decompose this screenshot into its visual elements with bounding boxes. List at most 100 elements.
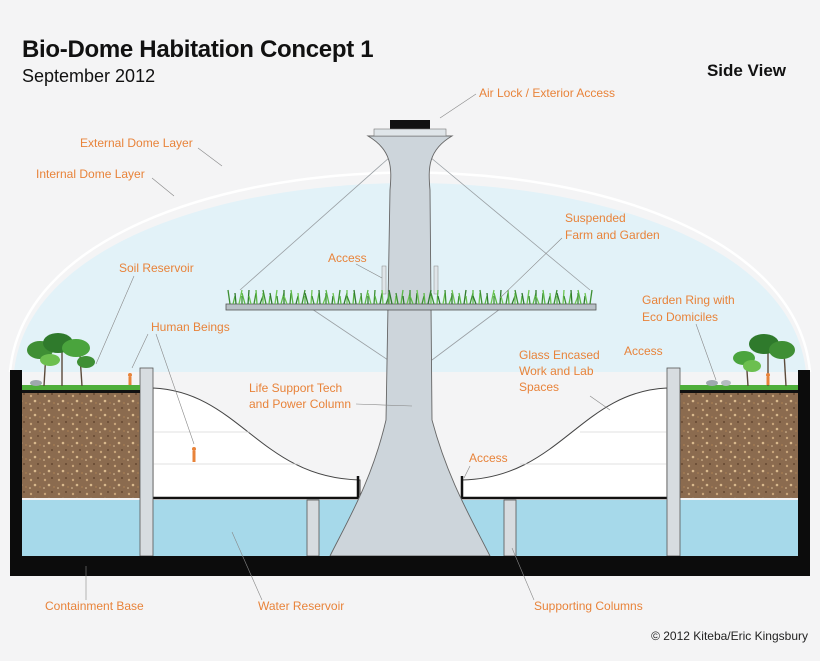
human-figure-garden-right (766, 373, 770, 385)
grass-blade (521, 292, 525, 305)
support-column-right-inner (503, 499, 517, 557)
label-supporting-columns: Supporting Columns (534, 599, 643, 613)
grass-blade (457, 295, 460, 305)
work-space-left (152, 387, 361, 499)
grass-blade (268, 295, 271, 305)
support-column-left-outer (139, 367, 154, 557)
grass-blade (311, 295, 315, 305)
label-soil-reservoir: Soil Reservoir (119, 261, 194, 275)
grass-blade (507, 289, 510, 305)
grass-blade (499, 289, 502, 305)
glass-floor-lines (153, 431, 667, 465)
human-figure-workspace (192, 447, 196, 462)
grass-blade (542, 289, 546, 305)
grass-blade (395, 292, 399, 305)
grass-blade (352, 292, 355, 305)
label-suspended-farm-line2: Farm and Garden (565, 228, 660, 242)
label-access-right: Access (624, 344, 663, 358)
grass-blade (415, 292, 418, 305)
grass-blade (253, 292, 257, 305)
grass-blade (274, 289, 278, 305)
garden-grass-left (22, 385, 140, 390)
grass-blade (374, 295, 378, 305)
grass-blade (234, 292, 237, 305)
grass-blade (304, 292, 309, 305)
grass-blade (283, 295, 288, 305)
grass-blade (262, 289, 267, 305)
grass-blade (227, 289, 231, 305)
work-floor-right (460, 476, 667, 500)
grass-blade (430, 292, 435, 305)
grass-blade (289, 292, 292, 305)
grass-blade (451, 289, 456, 305)
label-air-lock: Air Lock / Exterior Access (479, 86, 616, 100)
grass-blade (295, 295, 299, 305)
label-suspended-farm-line1: Suspended (565, 211, 626, 225)
soil-reservoir-left (22, 392, 140, 498)
grass-blade (549, 292, 552, 305)
soil-reservoir-right (680, 392, 798, 498)
grass-blade (367, 292, 372, 305)
grass-blade (526, 289, 530, 305)
grass-blade (479, 289, 483, 305)
farm-support-cables (239, 156, 591, 361)
grass-blade (528, 295, 531, 305)
label-access-low: Access (469, 451, 508, 465)
grass-blade (563, 295, 567, 305)
ground-ledge-right (680, 389, 798, 393)
grass-blade (358, 295, 362, 305)
grass-blade (269, 292, 273, 305)
grass-blade (463, 289, 467, 305)
grass-blade (364, 289, 369, 305)
label-glass-encased-line3: Spaces (519, 380, 560, 394)
grass-blade (505, 292, 509, 305)
grass-blade (331, 295, 334, 305)
grass-blade (310, 289, 313, 305)
label-garden-ring-line1: Garden Ring with (642, 293, 735, 307)
grass-blade (248, 295, 252, 305)
label-access-top: Access (328, 251, 367, 265)
diagram-date: September 2012 (22, 66, 156, 86)
grass-blade (290, 289, 294, 305)
grass-blade (484, 295, 488, 305)
support-column-right-outer (666, 367, 681, 557)
human-figure-garden-left (128, 373, 132, 385)
leader-lines (85, 93, 717, 601)
grass-blade (332, 292, 336, 305)
grass-blade (373, 289, 376, 305)
grass-blade (547, 295, 551, 305)
grass-blade (241, 292, 246, 305)
grass-blade (325, 289, 330, 305)
grass-blade (255, 289, 258, 305)
label-glass-encased-line2: Work and Lab (519, 364, 594, 378)
grass-blade (535, 295, 540, 305)
grass-blade (316, 292, 320, 305)
grass-blade (577, 289, 582, 305)
label-life-support-line2: and Power Column (249, 397, 352, 411)
garden-grass-right (680, 385, 798, 390)
grass-blade (478, 292, 481, 305)
grass-blade (276, 295, 279, 305)
grass-blade (556, 292, 561, 305)
label-garden-ring-line2: Eco Domiciles (642, 310, 719, 324)
suspended-farm-platform (225, 303, 597, 311)
grass-blade (589, 289, 593, 305)
tree-group-left (27, 333, 95, 387)
grass-blade (465, 295, 468, 305)
grass-blade (337, 289, 341, 305)
grass-blade (400, 289, 404, 305)
grass-blade (583, 295, 586, 305)
grass-blade (442, 292, 446, 305)
grass-blade (232, 295, 236, 305)
eco-domiciles (30, 380, 731, 386)
suspended-farm-grass (227, 289, 593, 305)
grass-blade (301, 289, 306, 305)
grass-blade (436, 289, 439, 305)
grass-blade (388, 289, 393, 305)
grass-blade (553, 289, 558, 305)
work-floor-left (153, 476, 360, 500)
grass-blade (379, 292, 383, 305)
air-lock (390, 120, 430, 129)
